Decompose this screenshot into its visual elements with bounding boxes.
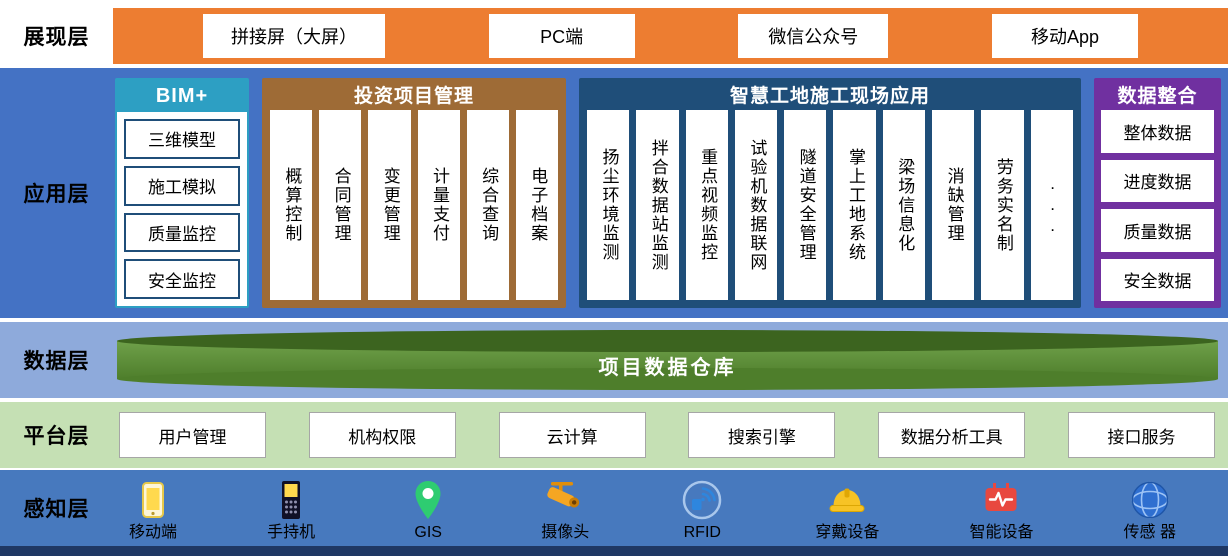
layer-label-perception: 感知层 xyxy=(23,498,90,521)
smart-site-item: 重点视频监控 xyxy=(685,110,728,300)
device-mobile: 移动端 xyxy=(129,477,177,544)
investment-group-title: 投资项目管理 xyxy=(353,85,474,107)
device-label: 摄像头 xyxy=(541,523,590,541)
layer-label-platform: 平台层 xyxy=(23,425,90,448)
rfid-reader-icon xyxy=(679,477,725,523)
data-integration-group: 数据整合 整体数据 进度数据 质量数据 安全数据 xyxy=(1094,78,1221,308)
data-integration-group-title: 数据整合 xyxy=(1117,85,1198,107)
device-wearable: 穿戴设备 xyxy=(815,477,879,544)
data-integration-item: 安全数据 xyxy=(1101,258,1214,301)
application-layer-band: 应用层 BIM+ 三维模型 施工模拟 质量监控 安全监控 投资项目管理 概算控制… xyxy=(0,68,1228,318)
smart-site-item: 拌合数据站监测 xyxy=(636,110,679,300)
platform-layer-band: 平台层 用户管理 机构权限 云计算 搜索引擎 数据分析工具 接口服务 xyxy=(0,402,1228,468)
platform-item-search: 搜索引擎 xyxy=(688,412,836,458)
perception-layer-band: 感知层 移动端 xyxy=(0,470,1228,546)
device-label: GIS xyxy=(414,523,442,541)
smart-site-group: 智慧工地施工现场应用 扬尘环境监测 拌合数据站监测 重点视频监控 试验机数据联网… xyxy=(579,78,1081,308)
investment-item: 计量支付 xyxy=(417,110,460,300)
device-sensor: 传感 器 xyxy=(1124,477,1176,544)
cylinder-shape-icon xyxy=(117,330,1218,390)
investment-item: 电子档案 xyxy=(515,110,559,300)
smart-site-item: 隧道安全管理 xyxy=(784,110,827,300)
device-smart: 智能设备 xyxy=(969,477,1033,544)
smart-site-item: 掌上工地系统 xyxy=(833,110,876,300)
bim-item: 质量监控 xyxy=(124,212,240,253)
application-groups: BIM+ 三维模型 施工模拟 质量监控 安全监控 投资项目管理 概算控制 合同管… xyxy=(113,68,1228,318)
investment-group: 投资项目管理 概算控制 合同管理 变更管理 计量支付 综合查询 电子档案 xyxy=(262,78,566,308)
smart-site-group-title: 智慧工地施工现场应用 xyxy=(729,85,930,107)
smart-site-item: 扬尘环境监测 xyxy=(587,110,630,300)
investment-item: 变更管理 xyxy=(368,110,411,300)
handheld-terminal-icon xyxy=(268,477,314,523)
layer-label-presentation: 展现层 xyxy=(23,26,90,49)
data-warehouse-title: 项目数据仓库 xyxy=(598,356,737,379)
platform-item-user-mgmt: 用户管理 xyxy=(119,412,266,458)
smart-site-item: 梁场信息化 xyxy=(882,110,926,300)
presentation-layer-band: 展现层 拼接屏（大屏） PC端 微信公众号 移动App xyxy=(0,8,1228,64)
layer-label-application: 应用层 xyxy=(23,183,90,206)
data-integration-item: 整体数据 xyxy=(1101,110,1214,153)
device-camera: 摄像头 xyxy=(541,477,589,544)
footer-strip xyxy=(0,546,1228,556)
presentation-band: 拼接屏（大屏） PC端 微信公众号 移动App xyxy=(113,8,1228,64)
smart-site-item-more: ... xyxy=(1030,110,1073,300)
investment-item: 综合查询 xyxy=(466,110,509,300)
smartphone-icon xyxy=(130,477,176,523)
perception-devices: 移动端 手持机 xyxy=(113,470,1228,546)
smart-site-item: 试验机数据联网 xyxy=(734,110,778,300)
bim-group: BIM+ 三维模型 施工模拟 质量监控 安全监控 xyxy=(115,78,249,308)
device-handheld: 手持机 xyxy=(267,477,315,544)
smart-site-item: 劳务实名制 xyxy=(981,110,1024,300)
map-pin-icon xyxy=(405,477,451,523)
device-label: 传感 器 xyxy=(1123,523,1176,541)
sensor-globe-icon xyxy=(1127,477,1173,523)
bim-item: 三维模型 xyxy=(124,119,240,159)
presentation-item-mobile-app: 移动App xyxy=(991,14,1138,58)
platform-item-analytics: 数据分析工具 xyxy=(878,412,1026,458)
bim-item: 安全监控 xyxy=(124,259,240,299)
platform-items: 用户管理 机构权限 云计算 搜索引擎 数据分析工具 接口服务 xyxy=(113,402,1228,468)
data-warehouse-cylinder: 项目数据仓库 xyxy=(115,329,1220,391)
layer-label-data: 数据层 xyxy=(23,350,90,373)
device-gis: GIS xyxy=(405,477,451,544)
presentation-item-wechat: 微信公众号 xyxy=(738,14,889,58)
data-layer-band: 数据层 项目数据仓库 xyxy=(0,322,1228,398)
platform-item-api: 接口服务 xyxy=(1067,412,1215,458)
smart-site-items: 扬尘环境监测 拌合数据站监测 重点视频监控 试验机数据联网 隧道安全管理 掌上工… xyxy=(579,110,1081,308)
investment-item: 概算控制 xyxy=(270,110,313,300)
platform-item-cloud: 云计算 xyxy=(498,412,646,458)
smart-site-item: 消缺管理 xyxy=(932,110,975,300)
presentation-item-splicing-screen: 拼接屏（大屏） xyxy=(203,14,385,58)
bim-item: 施工模拟 xyxy=(124,165,240,206)
data-integration-items: 整体数据 进度数据 质量数据 安全数据 xyxy=(1094,110,1221,308)
presentation-item-pc: PC端 xyxy=(488,14,635,58)
platform-item-org-permission: 机构权限 xyxy=(308,412,456,458)
bim-items: 三维模型 施工模拟 质量监控 安全监控 xyxy=(117,112,247,306)
investment-item: 合同管理 xyxy=(319,110,362,300)
cctv-camera-icon xyxy=(542,477,588,523)
data-integration-item: 质量数据 xyxy=(1101,209,1214,252)
data-integration-item: 进度数据 xyxy=(1101,159,1214,202)
device-rfid: RFID xyxy=(679,477,725,544)
device-label: 穿戴设备 xyxy=(815,523,880,541)
device-label: 移动端 xyxy=(129,523,178,541)
device-label: 智能设备 xyxy=(969,523,1034,541)
smart-device-icon xyxy=(978,477,1024,523)
device-label: RFID xyxy=(683,523,721,541)
hard-hat-icon xyxy=(824,477,870,523)
device-label: 手持机 xyxy=(267,523,316,541)
investment-items: 概算控制 合同管理 变更管理 计量支付 综合查询 电子档案 xyxy=(262,110,566,308)
bim-group-title: BIM+ xyxy=(117,80,247,112)
